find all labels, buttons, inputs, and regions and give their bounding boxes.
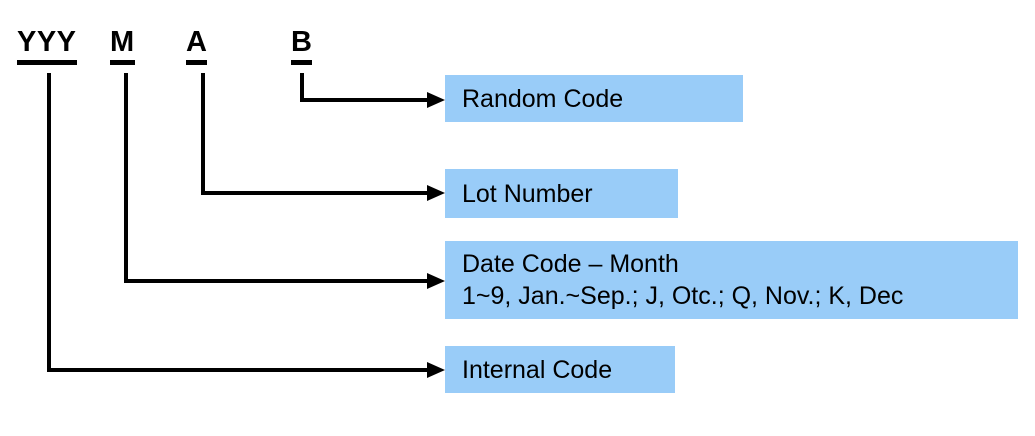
- arrow-right-icon: [427, 362, 445, 378]
- connector-line-yyy-horizontal: [47, 368, 429, 372]
- callout-lot-number-label: Lot Number: [462, 179, 593, 208]
- callout-internal-code: Internal Code: [445, 346, 675, 393]
- callout-lot-number: Lot Number: [445, 169, 678, 218]
- callout-date-code: Date Code – Month 1~9, Jan.~Sep.; J, Otc…: [445, 241, 1018, 319]
- arrow-right-icon: [427, 92, 445, 108]
- arrow-right-icon: [427, 273, 445, 289]
- callout-internal-code-label: Internal Code: [462, 355, 613, 384]
- connector-line-a-horizontal: [201, 191, 429, 195]
- code-letter-a: A: [186, 28, 208, 65]
- connector-line-b-horizontal: [300, 98, 429, 102]
- callout-date-code-legend: 1~9, Jan.~Sep.; J, Otc.; Q, Nov.; K, Dec: [462, 282, 904, 310]
- callout-random-code-label: Random Code: [462, 84, 624, 113]
- code-letter-b: B: [291, 28, 313, 65]
- connector-line-b-vertical: [300, 73, 304, 102]
- arrow-right-icon: [427, 185, 445, 201]
- callout-date-code-title: Date Code – Month: [462, 250, 679, 278]
- connector-line-m-vertical: [124, 73, 128, 283]
- connector-line-m-horizontal: [124, 279, 429, 283]
- callout-random-code: Random Code: [445, 75, 743, 122]
- connector-line-a-vertical: [201, 73, 205, 195]
- connector-line-yyy-vertical: [47, 73, 51, 372]
- code-letter-yyy: YYY: [17, 28, 77, 65]
- code-letter-m: M: [110, 28, 135, 65]
